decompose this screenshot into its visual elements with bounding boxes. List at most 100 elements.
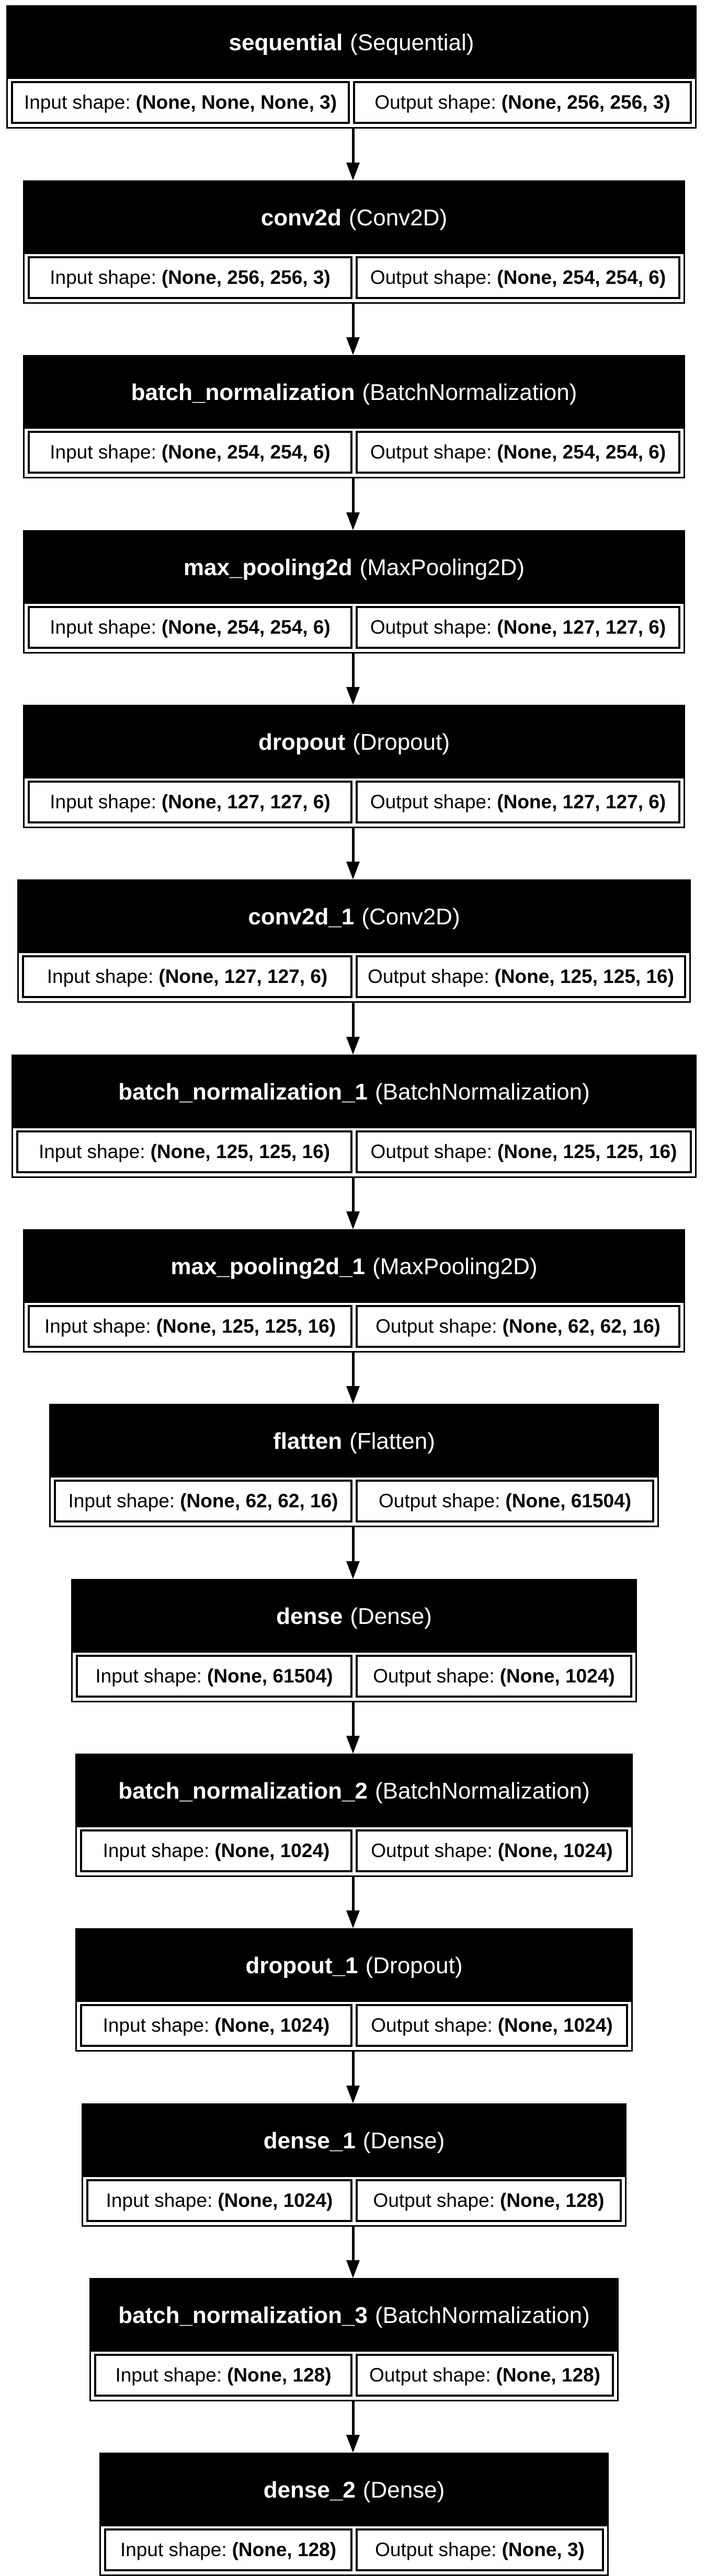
- output-shape-label: Output shape:: [375, 2539, 497, 2560]
- edge-line: [352, 1877, 355, 1913]
- shape-row: Input shape:(None, 1024)Output shape:(No…: [83, 2177, 625, 2225]
- arrowhead-icon: [346, 1736, 360, 1754]
- layer-header: sequential(Sequential): [8, 7, 695, 79]
- output-shape-value: (None, 128): [496, 2364, 600, 2386]
- edge-line: [352, 1003, 355, 1039]
- layer-type: (BatchNormalization): [374, 1778, 590, 1804]
- output-shape-value: (None, 254, 254, 6): [497, 267, 666, 288]
- shape-row: Input shape:(None, 125, 125, 16)Output s…: [25, 1303, 684, 1351]
- output-shape-value: (None, 127, 127, 6): [497, 791, 666, 812]
- layer-header: conv2d(Conv2D): [25, 182, 684, 254]
- output-shape-cell: Output shape:(None, 1024): [356, 2004, 628, 2047]
- layer-header: batch_normalization_3(BatchNormalization…: [91, 2280, 617, 2352]
- output-shape-cell: Output shape:(None, 256, 256, 3): [353, 81, 692, 124]
- shape-row: Input shape:(None, 1024)Output shape:(No…: [77, 1827, 631, 1875]
- input-shape-value: (None, 254, 254, 6): [161, 441, 331, 463]
- input-shape-value: (None, 1024): [214, 1840, 330, 1861]
- output-shape-cell: Output shape:(None, 62, 62, 16): [356, 1305, 680, 1348]
- layer-type: (BatchNormalization): [362, 380, 577, 405]
- output-shape-cell: Output shape:(None, 125, 125, 16): [356, 955, 686, 998]
- arrowhead-icon: [346, 337, 360, 355]
- arrowhead-icon: [346, 163, 360, 180]
- input-shape-label: Input shape:: [95, 1665, 202, 1687]
- input-shape-cell: Input shape:(None, 1024): [80, 1829, 352, 1872]
- input-shape-cell: Input shape:(None, 61504): [76, 1655, 352, 1698]
- output-shape-cell: Output shape:(None, 128): [356, 2354, 614, 2397]
- output-shape-value: (None, 1024): [499, 1665, 615, 1687]
- layer-node-dropout: dropout(Dropout)Input shape:(None, 127, …: [23, 705, 685, 828]
- layer-type: (MaxPooling2D): [359, 555, 525, 580]
- shape-row: Input shape: (None, 128)Output shape:(Non…: [91, 2352, 617, 2400]
- layer-type: (Dropout): [365, 1953, 463, 1978]
- arrowhead-icon: [346, 1211, 360, 1229]
- output-shape-label: Output shape:: [370, 791, 492, 812]
- layer-name: dropout: [258, 729, 346, 755]
- layer-node-conv2d: conv2d(Conv2D)Input shape:(None, 256, 25…: [23, 180, 685, 304]
- output-shape-label: Output shape:: [373, 1665, 495, 1687]
- edge-line: [352, 2401, 355, 2437]
- output-shape-label: Output shape:: [369, 2364, 491, 2386]
- edge-line: [352, 129, 355, 165]
- layer-name: dense: [276, 1604, 343, 1629]
- output-shape-cell: Output shape:(None, 128): [356, 2179, 622, 2222]
- arrowhead-icon: [346, 2435, 360, 2453]
- input-shape-cell: Input shape:(None, 1024): [86, 2179, 352, 2222]
- shape-row: Input shape:(None, 125, 125, 16)Output s…: [13, 1128, 695, 1176]
- output-shape-cell: Output shape:(None, 1024): [356, 1829, 628, 1872]
- shape-row: Input shape:(None, 127, 127, 6)Output sh…: [19, 953, 689, 1001]
- edge-line: [352, 654, 355, 689]
- input-shape-label: Input shape:: [50, 791, 156, 812]
- layer-type: (Conv2D): [348, 205, 448, 231]
- shape-row: Input shape:(None, 61504) Output shape:(N…: [73, 1653, 635, 1701]
- arrowhead-icon: [346, 1386, 360, 1404]
- output-shape-label: Output shape:: [371, 1840, 493, 1861]
- edge-line: [352, 1178, 355, 1213]
- arrowhead-icon: [346, 862, 360, 879]
- input-shape-label: Input shape:: [38, 1141, 145, 1162]
- shape-row: Input shape:(None, None, None, 3)Output …: [8, 79, 695, 127]
- input-shape-cell: Input shape:(None, 128): [104, 2528, 352, 2571]
- layer-type: (Dense): [362, 2128, 445, 2154]
- input-shape-label: Input shape:: [50, 616, 156, 638]
- layer-node-max_pooling2d: max_pooling2d(MaxPooling2D)Input shape:(…: [23, 530, 685, 654]
- layer-type: (BatchNormalization): [374, 2303, 590, 2328]
- input-shape-cell: Input shape:(None, 125, 125, 16): [16, 1130, 352, 1173]
- output-shape-label: Output shape:: [375, 1315, 497, 1337]
- layer-type: (Flatten): [349, 1428, 435, 1454]
- input-shape-label: Input shape:: [106, 2190, 213, 2211]
- shape-row: Input shape:(None, 256, 256, 3)Output sh…: [25, 254, 684, 302]
- layer-node-batch_normalization_3: batch_normalization_3(BatchNormalization…: [89, 2278, 619, 2401]
- input-shape-cell: Input shape:(None, 1024): [80, 2004, 352, 2047]
- layer-name: dropout_1: [245, 1953, 358, 1978]
- input-shape-label: Input shape:: [50, 267, 156, 288]
- layer-name: batch_normalization: [131, 380, 355, 405]
- layer-header: dense_2(Dense): [101, 2454, 607, 2526]
- shape-row: Input shape:(None, 62, 62, 16)Output sha…: [51, 1478, 657, 1526]
- input-shape-value: (None, 1024): [214, 2014, 330, 2036]
- input-shape-cell: Input shape:(None, 254, 254, 6): [28, 431, 352, 474]
- shape-row: Input shape:(None, 127, 127, 6)Output sh…: [25, 778, 684, 827]
- output-shape-label: Output shape:: [374, 91, 496, 113]
- layer-header: conv2d_1(Conv2D): [19, 881, 689, 953]
- layer-header: dense(Dense): [73, 1581, 635, 1653]
- edge-line: [352, 478, 355, 514]
- input-shape-value: (None, 1024): [218, 2190, 333, 2211]
- input-shape-cell: Input shape:(None, 256, 256, 3): [28, 256, 352, 299]
- layer-node-dense: dense(Dense)Input shape:(None, 61504) Out…: [71, 1579, 637, 1702]
- input-shape-label: Input shape:: [115, 2364, 222, 2386]
- layer-name: dense_1: [263, 2128, 356, 2154]
- layer-header: flatten(Flatten): [51, 1405, 657, 1478]
- layer-header: max_pooling2d_1(MaxPooling2D): [25, 1231, 684, 1303]
- layer-type: (BatchNormalization): [374, 1079, 590, 1105]
- input-shape-value: (None, 62, 62, 16): [180, 1490, 338, 1512]
- layer-type: (Dense): [362, 2477, 445, 2503]
- input-shape-cell: Input shape:(None, 127, 127, 6): [28, 781, 352, 823]
- input-shape-value: (None, None, None, 3): [135, 91, 337, 113]
- layer-node-flatten: flatten(Flatten)Input shape:(None, 62, 6…: [49, 1404, 659, 1527]
- input-shape-value: (None, 125, 125, 16): [150, 1141, 331, 1162]
- layer-header: dense_1(Dense): [83, 2105, 625, 2177]
- arrowhead-icon: [346, 1561, 360, 1579]
- shape-row: Input shape:(None, 128) Output shape: (Non…: [101, 2526, 607, 2574]
- input-shape-value: (None, 128): [232, 2539, 337, 2560]
- edge-line: [352, 304, 355, 339]
